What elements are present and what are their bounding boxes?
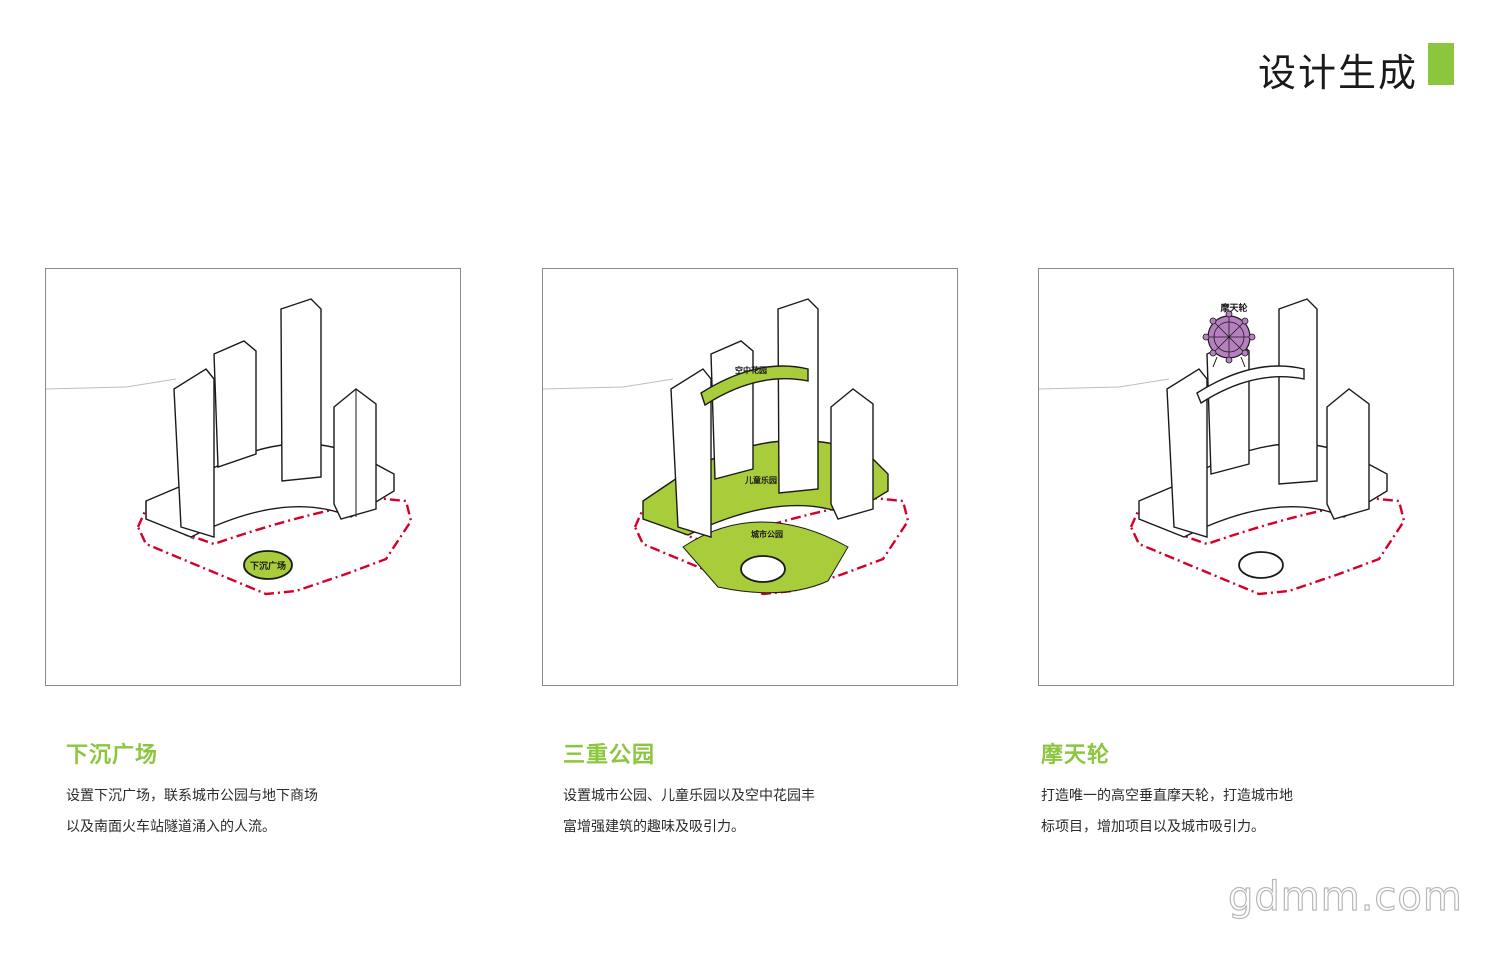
diagram-panel-sunken-plaza: 下沉广场 — [45, 268, 461, 686]
context-buildings-roads — [543, 378, 674, 390]
sky-bridge — [1196, 365, 1305, 405]
context-buildings-roads — [1039, 378, 1170, 390]
tower-2 — [710, 340, 754, 480]
diagram-panel-ferris-wheel: 摩天轮 — [1038, 268, 1454, 686]
context-buildings-roads — [46, 378, 177, 390]
triple-park-diagram: 城市公园 儿童乐园 空中花园 — [543, 298, 910, 596]
caption-heading: 摩天轮 — [1041, 743, 1111, 768]
tower-4 — [333, 388, 377, 520]
sunken-plaza — [243, 550, 293, 580]
tower-3 — [1278, 298, 1318, 485]
plaza-opening — [740, 555, 786, 583]
tower-2 — [213, 340, 257, 468]
caption-line: 富增强建筑的趣味及吸引力。 — [563, 819, 745, 835]
title-accent-bar — [1428, 43, 1454, 85]
caption-heading: 三重公园 — [563, 743, 656, 768]
city-park-label: 城市公园 — [751, 529, 783, 539]
caption-triple-park: 三重公园 设置城市公园、儿童乐园以及空中花园丰 富增强建筑的趣味及吸引力。 — [563, 737, 883, 843]
tower-4 — [830, 388, 874, 520]
tower-4 — [1326, 388, 1370, 520]
watermark: gdmm.com — [1227, 873, 1463, 920]
ferris-wheel-diagram: 摩天轮 — [1039, 298, 1406, 596]
tower-1 — [173, 368, 215, 538]
sky-garden — [700, 365, 809, 407]
site-boundary — [136, 495, 413, 596]
sunken-plaza-label: 下沉广场 — [250, 560, 286, 572]
tower-1 — [1166, 368, 1208, 538]
sunken-plaza-diagram: 下沉广场 — [46, 298, 413, 596]
tower-3 — [280, 298, 322, 482]
plaza-opening — [1238, 551, 1284, 579]
caption-line: 以及南面火车站隧道涌入的人流。 — [66, 819, 276, 835]
caption-line: 打造唯一的高空垂直摩天轮，打造城市地 — [1041, 788, 1293, 804]
caption-heading: 下沉广场 — [66, 743, 159, 768]
diagram-panel-triple-park: 城市公园 儿童乐园 空中花园 — [542, 268, 958, 686]
sky-garden-label: 空中花园 — [735, 365, 767, 375]
caption-ferris-wheel: 摩天轮 打造唯一的高空垂直摩天轮，打造城市地 标项目，增加项目以及城市吸引力。 — [1041, 737, 1361, 843]
site-boundary — [1129, 495, 1406, 596]
caption-line: 设置城市公园、儿童乐园以及空中花园丰 — [563, 788, 815, 804]
caption-sunken-plaza: 下沉广场 设置下沉广场，联系城市公园与地下商场 以及南面火车站隧道涌入的人流。 — [66, 737, 386, 843]
ferris-wheel-label: 摩天轮 — [1220, 302, 1247, 314]
page-title: 设计生成 — [1257, 51, 1418, 95]
caption-line: 标项目，增加项目以及城市吸引力。 — [1041, 819, 1265, 835]
ferris-wheel — [1202, 310, 1256, 368]
tower-3 — [777, 298, 819, 494]
tower-1 — [670, 368, 712, 538]
kids-park-label: 儿童乐园 — [744, 475, 777, 485]
caption-line: 设置下沉广场，联系城市公园与地下商场 — [66, 788, 318, 804]
